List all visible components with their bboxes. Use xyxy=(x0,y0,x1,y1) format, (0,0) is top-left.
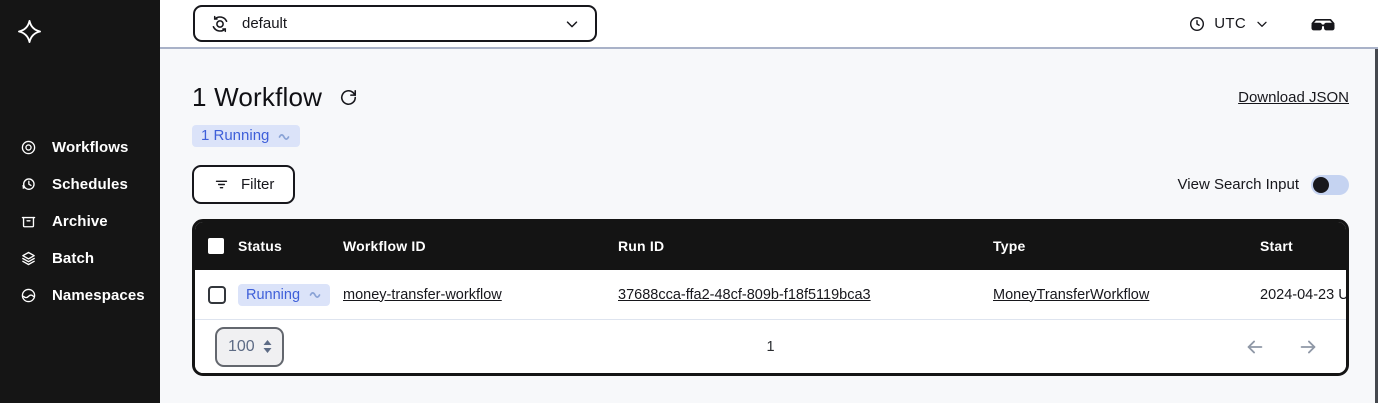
page-size-select[interactable]: 100 xyxy=(215,326,284,367)
timezone-selector[interactable]: UTC xyxy=(1188,15,1270,33)
sidebar-item-batch[interactable]: Batch xyxy=(0,240,160,277)
workflows-table: Status Workflow ID Run ID Type Start Run… xyxy=(192,219,1349,376)
archive-box-icon xyxy=(20,213,37,230)
refresh-icon[interactable] xyxy=(339,88,358,107)
batch-layers-icon xyxy=(20,250,37,267)
sidebar-item-schedules[interactable]: Schedules xyxy=(0,166,160,203)
toolbar: Filter View Search Input xyxy=(192,165,1349,204)
temporal-logo[interactable] xyxy=(0,0,160,45)
current-page-indicator: 1 xyxy=(766,338,775,355)
sidebar: Workflows Schedules Archive xyxy=(0,0,160,403)
row-checkbox-cell xyxy=(195,285,238,304)
column-header-workflow-id: Workflow ID xyxy=(343,238,426,254)
type-cell: MoneyTransferWorkflow xyxy=(993,287,1260,303)
main-content: 1 Workflow Download JSON 1 Running xyxy=(160,49,1378,403)
sidebar-item-label: Archive xyxy=(52,213,108,230)
page-size-value: 100 xyxy=(228,337,255,355)
column-header-run-id: Run ID xyxy=(618,238,665,254)
filter-button[interactable]: Filter xyxy=(192,165,296,204)
column-header-type: Type xyxy=(993,238,1026,254)
sidebar-nav: Workflows Schedules Archive xyxy=(0,129,160,336)
pulse-icon xyxy=(309,290,322,299)
page-header: 1 Workflow Download JSON xyxy=(192,82,1349,113)
sidebar-item-archive[interactable]: Archive xyxy=(0,203,160,240)
chevron-down-icon xyxy=(1254,16,1270,32)
namespace-selector[interactable]: default xyxy=(193,5,597,42)
pulse-icon xyxy=(278,132,291,141)
chevron-down-icon xyxy=(563,15,581,33)
topbar-right: UTC xyxy=(1188,13,1336,35)
view-search-input-label: View Search Input xyxy=(1177,176,1299,193)
column-header-status: Status xyxy=(238,238,282,254)
workflows-target-icon xyxy=(20,139,37,156)
status-summary: 1 Running xyxy=(192,125,1349,147)
workflow-id-link[interactable]: money-transfer-workflow xyxy=(343,286,502,303)
next-page-arrow-icon[interactable] xyxy=(1297,336,1319,358)
run-id-link[interactable]: 37688cca-ffa2-48cf-809b-f18f5119bca3 xyxy=(618,286,871,303)
table-header-row: Status Workflow ID Run ID Type Start xyxy=(195,222,1346,270)
spinner-arrows-icon xyxy=(262,339,273,354)
filter-lines-icon xyxy=(213,176,230,193)
sidebar-item-label: Schedules xyxy=(52,176,128,193)
pagination-arrows xyxy=(1244,336,1319,358)
view-search-input-toggle[interactable] xyxy=(1311,174,1349,195)
status-badge-label: Running xyxy=(246,286,301,303)
namespace-switcher-icon xyxy=(209,13,231,35)
select-all-checkbox[interactable] xyxy=(208,238,224,254)
namespaces-globe-icon xyxy=(20,287,37,304)
start-time-cell: 2024-04-23 UTC xyxy=(1260,286,1346,303)
run-id-cell: 37688cca-ffa2-48cf-809b-f18f5119bca3 xyxy=(618,287,993,303)
clock-icon xyxy=(1188,15,1206,33)
glasses-icon[interactable] xyxy=(1310,13,1336,35)
table-row[interactable]: Running money-transfer-workflow 37688cca… xyxy=(195,270,1346,319)
header-checkbox-cell xyxy=(195,238,238,254)
workflow-type-link[interactable]: MoneyTransferWorkflow xyxy=(993,286,1150,303)
running-count-badge[interactable]: 1 Running xyxy=(192,125,301,147)
namespace-selector-value: default xyxy=(242,15,288,32)
sidebar-item-workflows[interactable]: Workflows xyxy=(0,129,160,166)
download-json-link[interactable]: Download JSON xyxy=(1238,89,1349,106)
running-badge-label: 1 Running xyxy=(201,127,270,144)
schedules-clock-icon xyxy=(20,176,37,193)
pagination-bar: 100 1 xyxy=(195,319,1346,373)
toggle-knob xyxy=(1313,176,1329,193)
sidebar-item-label: Batch xyxy=(52,250,95,267)
row-checkbox[interactable] xyxy=(208,285,226,304)
sidebar-item-namespaces[interactable]: Namespaces xyxy=(0,277,160,314)
sidebar-item-label: Workflows xyxy=(52,139,129,156)
filter-button-label: Filter xyxy=(241,176,275,193)
timezone-label: UTC xyxy=(1214,15,1246,32)
column-header-start: Start xyxy=(1260,238,1293,254)
previous-page-arrow-icon[interactable] xyxy=(1244,336,1266,358)
toolbar-right: View Search Input xyxy=(1177,174,1349,195)
page-title: 1 Workflow xyxy=(192,82,323,112)
sidebar-item-label: Namespaces xyxy=(52,287,145,304)
status-cell: Running xyxy=(238,283,343,306)
status-badge: Running xyxy=(238,283,331,306)
scrollbar-edge xyxy=(1375,49,1378,403)
topbar: default UTC xyxy=(160,0,1378,49)
workflow-id-cell: money-transfer-workflow xyxy=(343,287,618,303)
